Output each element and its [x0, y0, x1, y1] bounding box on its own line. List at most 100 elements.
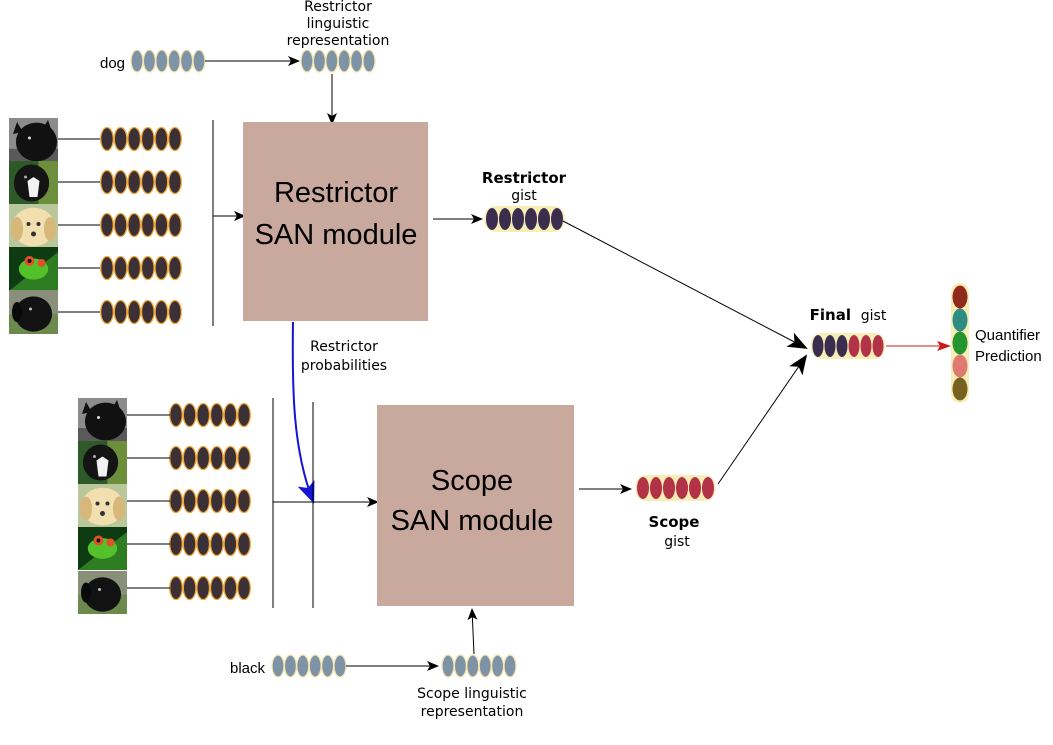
restrictor-word: dog: [100, 55, 125, 72]
svg-text:Final gist: Final gist: [810, 306, 887, 324]
quantifier-class-cell: [952, 377, 968, 401]
scope-image-vector-cell: [237, 488, 251, 514]
restrictor-image-vector-cell: [140, 126, 155, 152]
scope-image-vector-cell: [237, 531, 251, 557]
scope-ling-input-vector-cell: [333, 654, 347, 678]
scope-ling-vector-cell: [453, 654, 468, 678]
scope-image-vector-cell: [182, 402, 197, 428]
scope-image-vector-cell: [223, 488, 238, 514]
restrictor-gist-bold: Restrictor: [482, 169, 567, 187]
quantifier-class-cell: [952, 331, 968, 355]
scope-ling-vector-cell: [478, 654, 492, 678]
golden-puppy-icon: [78, 484, 127, 527]
scope-image-vector-cell: [169, 402, 183, 428]
scope-image-vector-cell: [182, 488, 197, 514]
scope-image-vector-cell: [196, 531, 211, 557]
scope-word: black: [230, 660, 266, 677]
restrictor-image-vector-cell: [168, 299, 182, 325]
scope-ling-input-vector-cell: [296, 654, 310, 678]
final-gist-vector-cell: [836, 335, 848, 357]
scope-ling-line2: representation: [421, 704, 524, 720]
final-gist-label: Final gist: [810, 306, 887, 324]
restrictor-image-vector: [100, 169, 182, 195]
quantifier-line1: Quantifier: [975, 327, 1040, 344]
restrictor-ling-vector: [300, 49, 376, 73]
quantifier-class-cell: [952, 285, 968, 309]
scope-gist-vector-cell: [637, 477, 649, 499]
restrictor-image-vector-cell: [113, 255, 128, 281]
restrictor-image-vector-cell: [127, 255, 142, 281]
restrictor-gist-vector: [484, 206, 565, 232]
restrictor-gist-vector-cell: [525, 208, 537, 230]
black-puppy-icon: [78, 571, 127, 614]
restrictor-image-vector: [100, 255, 182, 281]
restrictor-ling-input-vector-cell: [155, 49, 169, 73]
quantifier-prediction-vector: [951, 283, 969, 403]
restrictor-image-vector-cell: [154, 169, 169, 195]
restrictor-module-line1: Restrictor: [274, 177, 398, 209]
restrictor-ling-input-vector: [130, 49, 206, 73]
vectors-layer: [100, 49, 969, 678]
restrictor-ling-vector-cell: [337, 49, 351, 73]
restrictor-image-vector: [100, 212, 182, 238]
restrictor-image-vector-cell: [113, 299, 128, 325]
ling-to-scope-arrow: [467, 608, 478, 655]
scope-image-vector-cell: [182, 445, 197, 471]
scope-image-vector: [169, 531, 251, 557]
restrictor-gist-vector-cell: [499, 208, 511, 230]
scope-image-vector-cell: [209, 531, 224, 557]
restrictor-gist-vector-cell: [538, 208, 550, 230]
restrictor-ling-vector-cell: [300, 49, 314, 73]
scope-image-vector-cell: [196, 488, 211, 514]
restrictor-ling-input-vector-cell: [192, 49, 206, 73]
final-gist-vector-cell: [872, 335, 884, 357]
scope-ling-vector-cell: [466, 654, 480, 678]
final-gist-vector: [811, 333, 885, 359]
scope-image-vector-cell: [223, 402, 238, 428]
green-frog-icon: [78, 527, 127, 570]
scope-gist-vector-cell: [663, 477, 675, 499]
scope-gist-vector: [635, 475, 716, 501]
restrictor-gist-rest: gist: [511, 188, 537, 204]
restrictor-ling-vector-cell: [325, 49, 339, 73]
scope-ling-input-vector-cell: [283, 654, 298, 678]
green-frog-icon: [9, 247, 58, 291]
restrictor-san-module: [243, 122, 428, 321]
scope-gist-rest: gist: [664, 534, 690, 550]
restrictor-image-vector-cell: [154, 299, 169, 325]
restrictor-ling-input-vector-cell: [167, 49, 181, 73]
scope-image-vector-cell: [209, 445, 224, 471]
scope-gist-vector-cell: [650, 477, 662, 499]
restrictor-image-vector-cell: [100, 169, 114, 195]
restrictor-module-line2: SAN module: [255, 219, 418, 251]
scope-module-line1: Scope: [431, 465, 513, 497]
restrictor-image-vector-cell: [168, 212, 182, 238]
scope-gist-vector-cell: [689, 477, 701, 499]
restrictor-ling-line1: Restrictor: [304, 0, 372, 15]
scope-ling-vector-cell: [503, 654, 517, 678]
scope-image-vector: [169, 575, 251, 601]
scope-image-vector-cell: [196, 575, 211, 601]
restrictor-image-vector-cell: [140, 255, 155, 281]
scope-image-vector-cell: [237, 575, 251, 601]
final-gist-vector-cell: [860, 335, 872, 357]
final-gist-vector-cell: [812, 335, 824, 357]
scope-gist-vector-cell: [702, 477, 714, 499]
final-gist-bold: Final: [810, 306, 851, 324]
restrictor-ling-vector-cell: [349, 49, 364, 73]
final-gist-vector-cell: [848, 335, 860, 357]
scope-ling-input-vector-cell: [320, 654, 335, 678]
restrictor-ling-input-vector-cell: [179, 49, 194, 73]
scope-image-vector-cell: [169, 488, 183, 514]
restrictor-ling-input-vector-cell: [142, 49, 157, 73]
restrictor-image-vector-cell: [127, 212, 142, 238]
scope-image-vector-cell: [182, 575, 197, 601]
quantifier-class-cell: [952, 354, 968, 378]
scope-ling-vector-cell: [441, 654, 455, 678]
black-dog-icon: [78, 398, 127, 441]
restrictor-image-vector-cell: [127, 169, 142, 195]
restrictor-image-vector-cell: [140, 299, 155, 325]
scope-gist-bold: Scope: [649, 513, 700, 531]
restrictor-ling-vector-cell: [362, 49, 376, 73]
